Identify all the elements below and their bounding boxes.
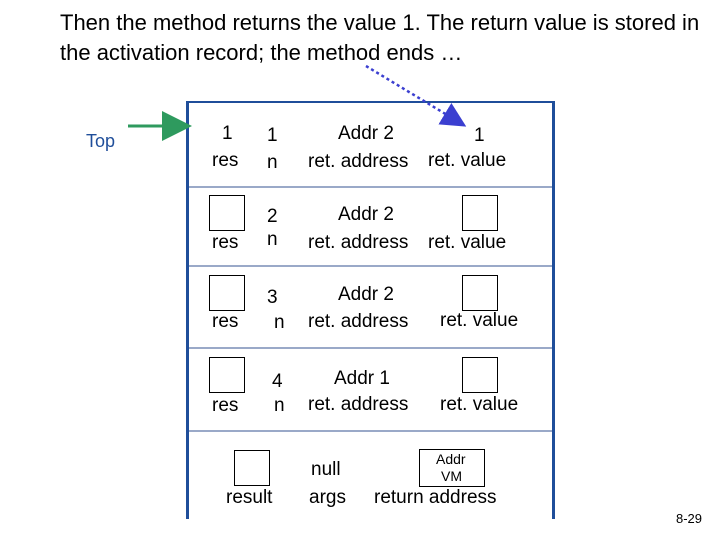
res-box bbox=[209, 195, 245, 231]
args-label: args bbox=[309, 487, 346, 508]
return-value-box bbox=[462, 357, 498, 393]
n-label: n bbox=[267, 152, 278, 173]
return-value-label: ret. value bbox=[428, 150, 507, 171]
args-value: null bbox=[311, 459, 341, 480]
res-label: res bbox=[212, 232, 239, 253]
res-label: res bbox=[212, 150, 239, 171]
stack-right-border bbox=[552, 101, 555, 519]
result-label: result bbox=[226, 487, 273, 508]
res-label: res bbox=[212, 311, 239, 332]
n-label: n bbox=[274, 312, 285, 333]
return-value-label: ret. value bbox=[440, 310, 519, 331]
return-address-label: ret. address bbox=[308, 394, 409, 415]
return-address-value: Addr 2 bbox=[338, 204, 394, 225]
n-value: 3 bbox=[267, 287, 278, 308]
top-label: Top bbox=[86, 131, 116, 151]
return-address-line1: Addr bbox=[436, 451, 466, 467]
return-value-pointer-arrow bbox=[365, 64, 467, 127]
return-value-label: ret. value bbox=[428, 232, 507, 253]
return-address-value: Addr 2 bbox=[338, 284, 394, 305]
frame-separator bbox=[189, 265, 552, 267]
res-box bbox=[209, 275, 245, 311]
return-value-label: ret. value bbox=[440, 394, 519, 415]
return-address-label: ret. address bbox=[308, 311, 409, 332]
n-label: n bbox=[274, 395, 285, 416]
stack-left-border bbox=[186, 101, 189, 519]
return-address-label: ret. address bbox=[308, 151, 409, 172]
return-address-label: ret. address bbox=[308, 232, 409, 253]
frame-separator bbox=[189, 430, 552, 432]
return-value-box bbox=[462, 195, 498, 231]
return-address-box bbox=[419, 449, 485, 487]
slide-title: Then the method returns the value 1. The… bbox=[60, 10, 700, 65]
res-box bbox=[209, 357, 245, 393]
stack-top-border bbox=[186, 101, 555, 103]
n-value: 2 bbox=[267, 206, 278, 227]
return-address-line2: VM bbox=[441, 468, 462, 484]
res-value: 1 bbox=[222, 123, 233, 144]
frame-separator bbox=[189, 347, 552, 349]
return-address-value: Addr 1 bbox=[334, 368, 390, 389]
return-value-box bbox=[462, 275, 498, 311]
n-label: n bbox=[267, 229, 278, 250]
n-value: 1 bbox=[267, 125, 278, 146]
result-box bbox=[234, 450, 270, 486]
res-label: res bbox=[212, 395, 239, 416]
n-value: 4 bbox=[272, 371, 283, 392]
frame-separator bbox=[189, 186, 552, 188]
page-number: 8-29 bbox=[675, 511, 702, 526]
return-address-value: Addr 2 bbox=[338, 123, 394, 144]
return-value: 1 bbox=[474, 125, 485, 146]
return-address-label: return address bbox=[374, 487, 497, 508]
